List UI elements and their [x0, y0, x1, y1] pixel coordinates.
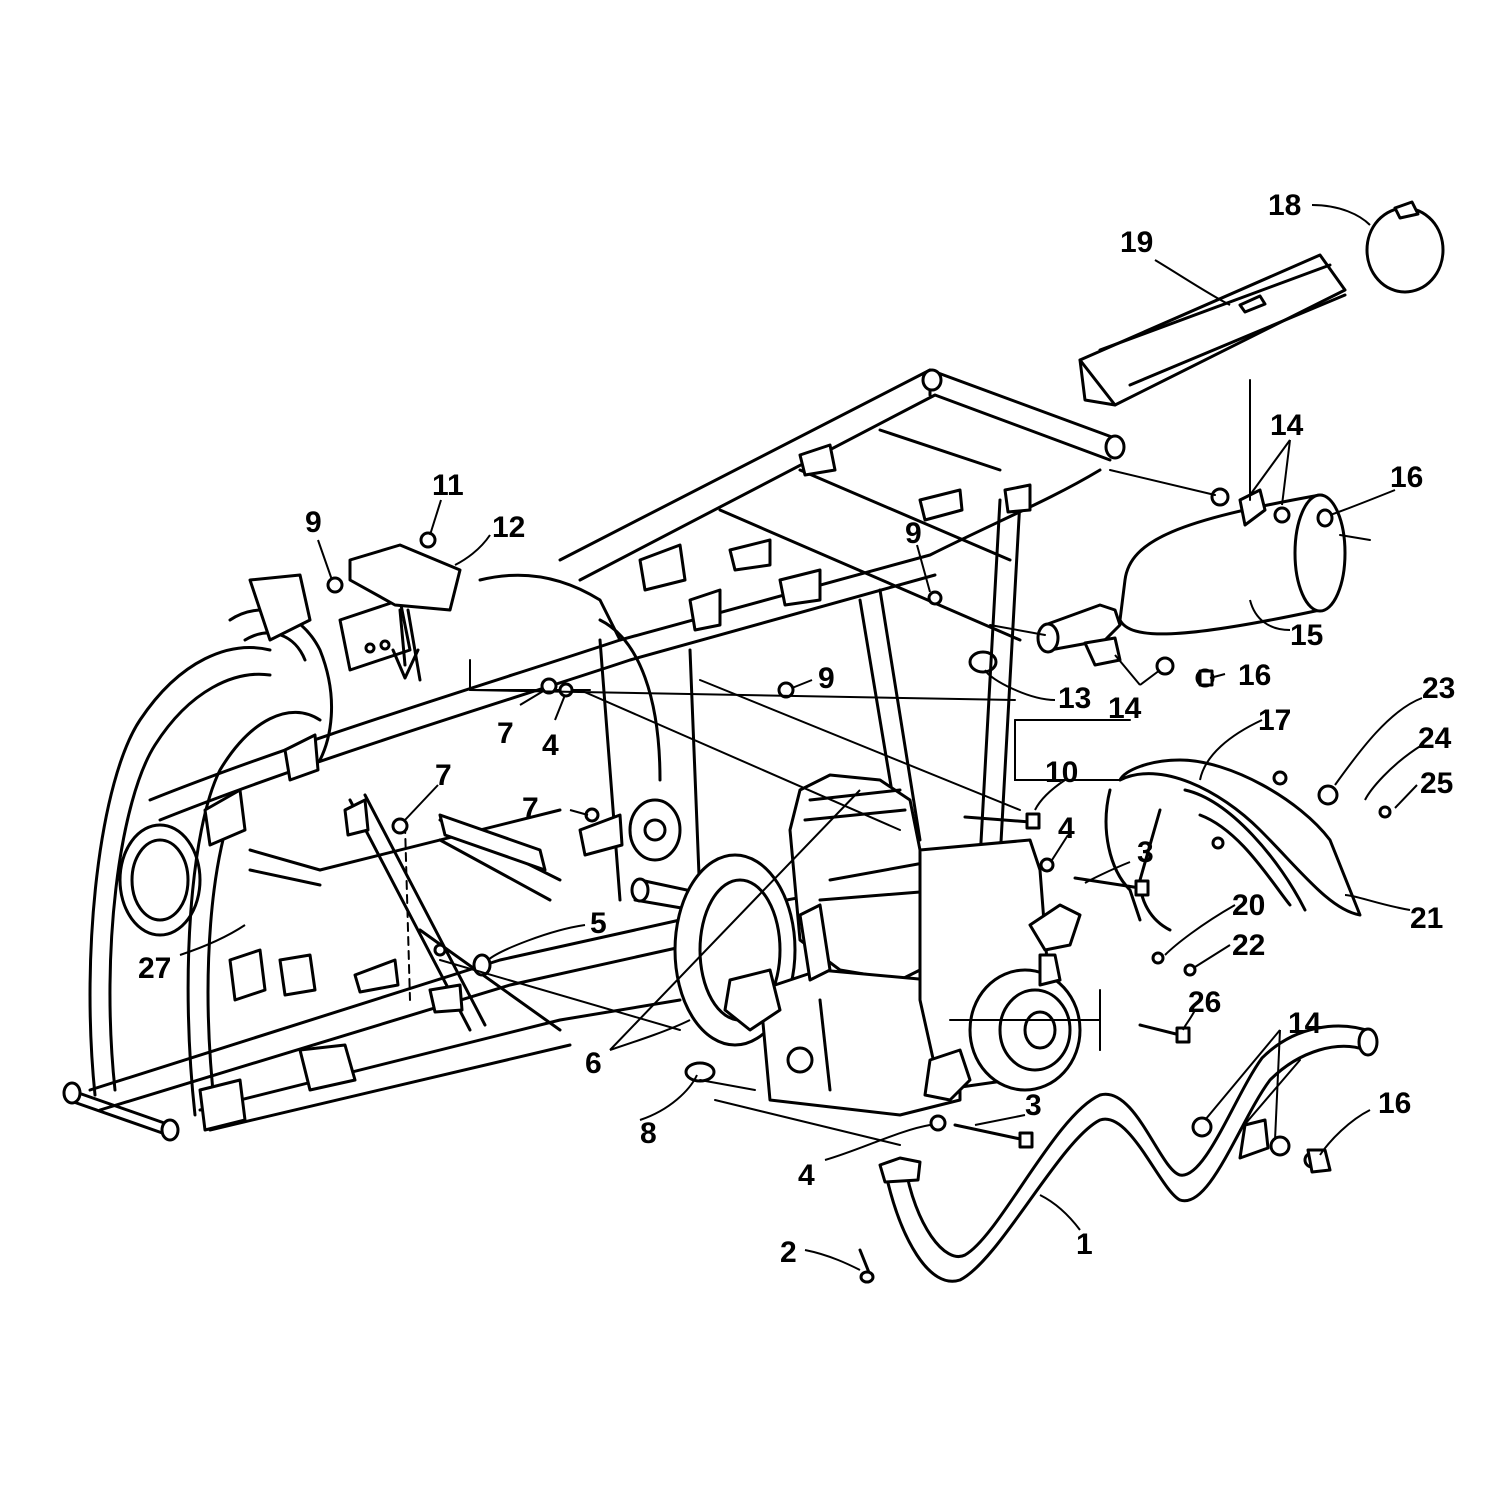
- callout-18: 18: [1268, 189, 1301, 222]
- callout-2: 2: [780, 1236, 797, 1269]
- callout-14-pipe: 14: [1288, 1007, 1322, 1040]
- exhaust-system: [326, 200, 1445, 1284]
- callout-6: 6: [585, 1047, 602, 1080]
- callout-7-center: 7: [522, 792, 539, 825]
- callout-9-right: 9: [905, 517, 922, 550]
- callout-4-frame: 4: [542, 729, 559, 762]
- callout-15: 15: [1290, 619, 1323, 652]
- callout-leaders: [179, 204, 1423, 1271]
- callout-17: 17: [1258, 704, 1291, 737]
- callout-labels: 1 2 3 3 4 4 4 5 6 7 7 7 8 9 9 9 10 11 12…: [138, 189, 1455, 1269]
- callout-10: 10: [1045, 756, 1078, 789]
- callout-27: 27: [138, 952, 171, 985]
- callout-12: 12: [492, 511, 525, 544]
- callout-16-pipe: 16: [1378, 1087, 1411, 1120]
- callout-22: 22: [1232, 929, 1265, 962]
- callout-8: 8: [640, 1117, 657, 1150]
- callout-4-lower: 4: [798, 1159, 815, 1192]
- callout-9-left: 9: [305, 506, 322, 539]
- callout-3-upper: 3: [1137, 836, 1154, 869]
- callout-9-center: 9: [818, 662, 835, 695]
- callout-5: 5: [590, 907, 607, 940]
- callout-1: 1: [1076, 1228, 1093, 1261]
- callout-13: 13: [1058, 682, 1091, 715]
- callout-7-left: 7: [435, 759, 452, 792]
- callout-21: 21: [1410, 902, 1443, 935]
- callout-25: 25: [1420, 767, 1453, 800]
- callout-3-lower: 3: [1025, 1089, 1042, 1122]
- callout-16-mid: 16: [1238, 659, 1271, 692]
- callout-24: 24: [1418, 722, 1452, 755]
- callout-23: 23: [1422, 672, 1455, 705]
- engine-assembly: [673, 773, 1082, 1117]
- callout-11: 11: [432, 469, 464, 502]
- callout-7-upper: 7: [497, 717, 514, 750]
- callout-26: 26: [1188, 986, 1221, 1019]
- callout-20: 20: [1232, 889, 1265, 922]
- callout-14-silencer: 14: [1270, 409, 1304, 442]
- callout-14-mid: 14: [1108, 692, 1142, 725]
- callout-4-engine: 4: [1058, 812, 1075, 845]
- assembly-guide-lines: [439, 379, 1371, 1146]
- vehicle-frame: [62, 368, 1126, 1142]
- callout-16-top: 16: [1390, 461, 1423, 494]
- callout-19: 19: [1120, 226, 1153, 259]
